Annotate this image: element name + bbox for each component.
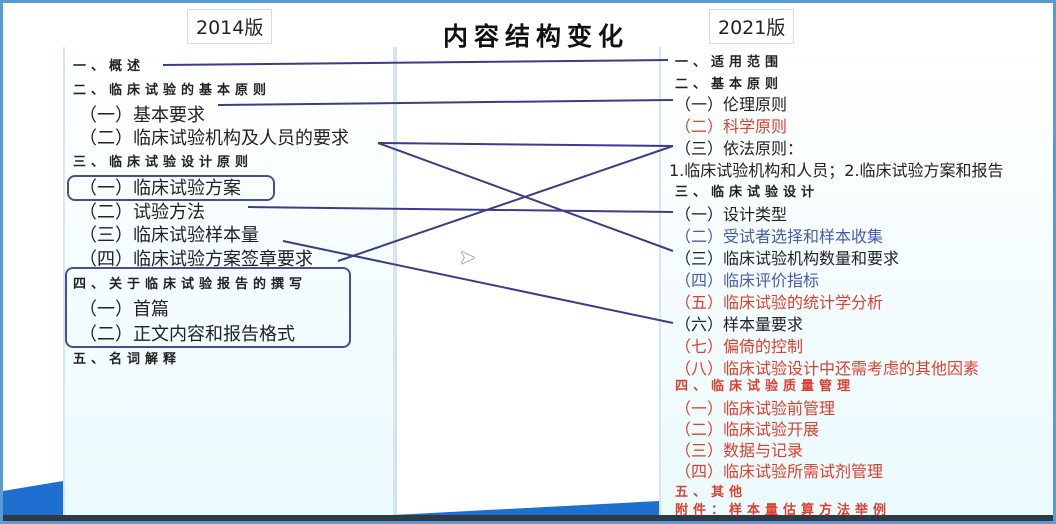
left-outline-item: （二）试验方法 xyxy=(79,202,205,223)
left-outline-item: （一）基本要求 xyxy=(79,105,205,126)
connector-lines xyxy=(162,59,674,324)
right-outline-item: 三、临床试验设计 xyxy=(675,185,820,200)
right-outline-item: 一、适用范围 xyxy=(675,55,784,70)
left-outline-item: （三）临床试验样本量 xyxy=(79,225,259,246)
version-badge-2021: 2021版 xyxy=(709,9,795,44)
left-outline-item: （一）临床试验方案 xyxy=(79,178,241,199)
right-outline-item: （三）临床试验机构数量和要求 xyxy=(675,249,900,268)
connector-line xyxy=(337,145,674,262)
right-outline-item: 四、临床试验质量管理 xyxy=(675,379,856,394)
right-outline-item: （四）临床评价指标 xyxy=(675,271,820,290)
connector-line xyxy=(377,142,674,147)
left-outline-item: 一、概述 xyxy=(73,59,146,74)
left-outline-item: 二、临床试验的基本原则 xyxy=(73,83,272,98)
mouse-cursor-icon: ➤ xyxy=(459,245,476,269)
right-outline-item: 五、其他 xyxy=(675,485,748,500)
connector-line xyxy=(162,59,669,66)
divider xyxy=(395,47,397,521)
right-outline-item: （四）临床试验所需试剂管理 xyxy=(675,462,884,481)
version-badge-2014: 2014版 xyxy=(187,9,273,44)
right-panel-2021 xyxy=(659,47,1053,521)
left-outline-item: （四）临床试验方案签章要求 xyxy=(79,249,313,270)
left-panel-2014 xyxy=(63,47,395,521)
right-outline-item: 1.临床试验机构和人员；2.临床试验方案和报告 xyxy=(669,161,1004,180)
slide-title: 内容结构变化 xyxy=(443,22,630,51)
connector-line xyxy=(247,206,674,213)
right-outline-item: 附件：样本量估算方法举例 xyxy=(675,503,892,518)
right-outline-item: （五）临床试验的统计学分析 xyxy=(675,293,884,312)
left-outline-item: 五、名词解释 xyxy=(73,352,182,367)
highlight-box-protocol xyxy=(67,175,275,201)
right-outline-item: （七）偏倚的控制 xyxy=(675,337,804,356)
left-outline-item: 三、临床试验设计原则 xyxy=(73,155,254,170)
right-outline-item: （八）临床试验设计中还需考虑的其他因素 xyxy=(675,359,980,378)
right-outline-item: （二）临床试验开展 xyxy=(675,420,820,439)
left-outline-item: 四、关于临床试验报告的撰写 xyxy=(73,277,308,292)
right-outline-item: （一）伦理原则 xyxy=(675,95,788,114)
right-outline-item: （三）依法原则： xyxy=(675,139,804,158)
right-outline-item: （六）样本量要求 xyxy=(675,315,804,334)
left-outline-item: （二）临床试验机构及人员的要求 xyxy=(79,128,349,149)
left-outline-item: （一）首篇 xyxy=(79,299,169,320)
highlight-box-report xyxy=(65,267,351,348)
right-outline-item: 二、基本原则 xyxy=(675,77,784,92)
bottom-bar xyxy=(3,515,1053,521)
right-outline-item: （二）受试者选择和样本收集 xyxy=(675,227,884,246)
right-outline-item: （二）科学原则 xyxy=(675,117,788,136)
left-outline-item: （二）正文内容和报告格式 xyxy=(79,324,295,345)
right-outline-item: （一）临床试验前管理 xyxy=(675,399,836,418)
connector-line xyxy=(282,240,674,324)
right-outline-item: （一）设计类型 xyxy=(675,205,788,224)
right-outline-item: （三）数据与记录 xyxy=(675,441,804,460)
connector-line xyxy=(217,99,674,106)
